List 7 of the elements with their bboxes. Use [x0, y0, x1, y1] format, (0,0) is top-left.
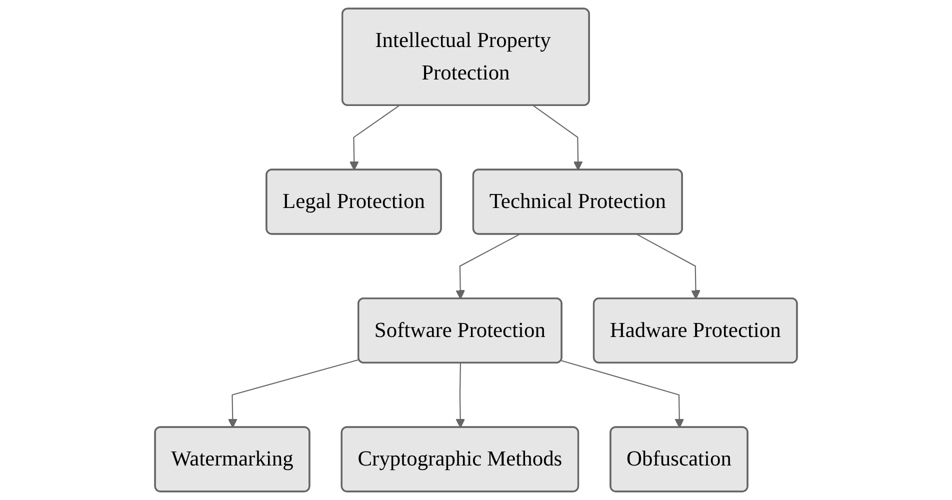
arrow: [456, 234, 520, 300]
arrow: [636, 234, 700, 300]
arrow: [228, 359, 360, 428]
arrow: [533, 105, 583, 170]
arrow: [456, 363, 466, 428]
arrow: [561, 360, 684, 428]
arrow: [349, 105, 400, 170]
